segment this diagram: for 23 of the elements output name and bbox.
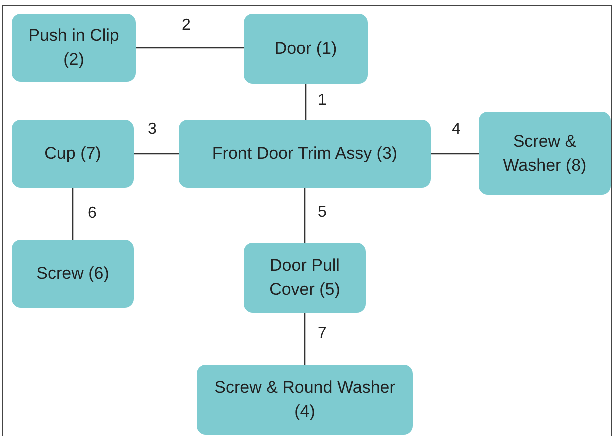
connector-line bbox=[72, 188, 74, 240]
connector-line bbox=[305, 84, 307, 120]
part-label: Door Pull Cover (5) bbox=[268, 255, 342, 301]
part-box bbox=[244, 243, 366, 313]
part-box bbox=[479, 112, 611, 195]
part-label: Push in Clip (2) bbox=[28, 25, 120, 71]
part-box bbox=[197, 365, 413, 435]
part-label: Door (1) bbox=[274, 38, 338, 60]
connector-line bbox=[136, 47, 244, 49]
connector-line bbox=[134, 153, 179, 155]
part-label: Cup (7) bbox=[44, 143, 102, 166]
part-box bbox=[244, 14, 368, 84]
part-box bbox=[12, 240, 134, 308]
part-box bbox=[179, 120, 431, 188]
connector-line bbox=[304, 188, 306, 243]
part-label: Screw & Round Washer (4) bbox=[214, 377, 396, 423]
part-label: Front Door Trim Assy (3) bbox=[212, 143, 398, 166]
part-label: Screw (6) bbox=[36, 263, 110, 286]
connector-line bbox=[304, 313, 306, 365]
part-box bbox=[12, 120, 134, 188]
connector-line bbox=[431, 153, 479, 155]
part-box bbox=[12, 14, 136, 82]
part-label: Screw & Washer (8) bbox=[502, 130, 588, 176]
